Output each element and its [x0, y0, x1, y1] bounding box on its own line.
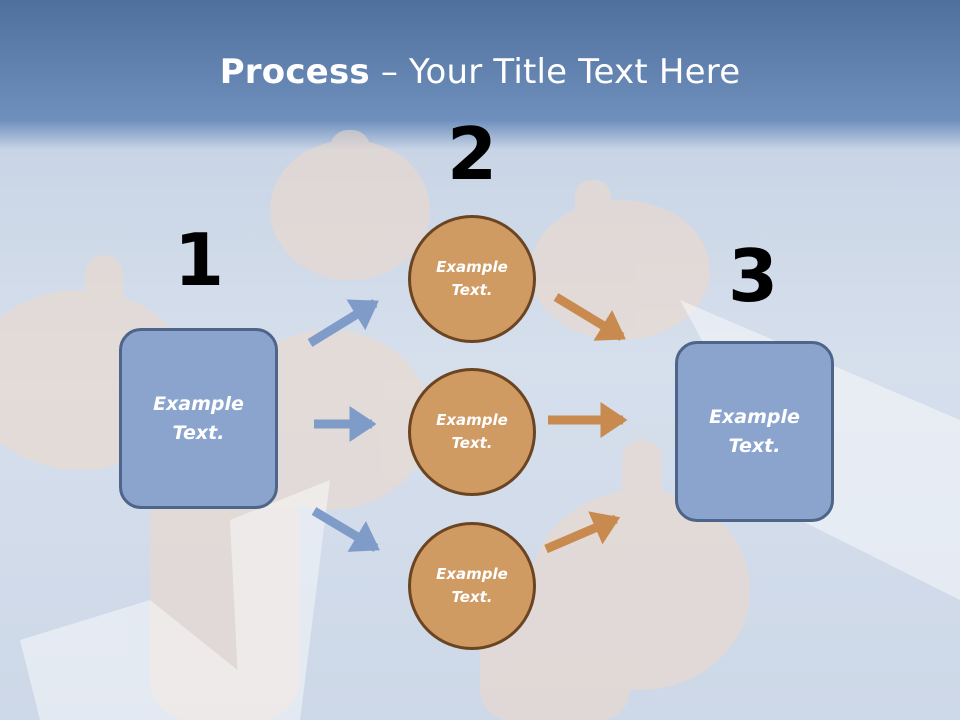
step-2-circle-bottom: Example Text.	[408, 522, 536, 650]
circle-top-line1: Example	[436, 257, 508, 276]
step-2-circle-middle: Example Text.	[408, 368, 536, 496]
step-number-2: 2	[446, 112, 498, 196]
step-number-1: 1	[173, 218, 225, 302]
step-3-box: Example Text.	[675, 341, 834, 522]
step-1-box: Example Text.	[119, 328, 278, 509]
circle-middle-line2: Text.	[451, 434, 493, 452]
circle-bottom-line2: Text.	[451, 588, 493, 606]
step-3-text-line1: Example	[709, 406, 800, 428]
step-1-text-line2: Text.	[172, 421, 225, 444]
step-1-text-line1: Example	[153, 393, 244, 415]
arrow-bottom-to-right	[544, 511, 621, 554]
step-2-circle-top: Example Text.	[408, 215, 536, 343]
arrow-left-to-top	[307, 299, 379, 347]
arrow-top-to-right	[553, 293, 626, 341]
circle-middle-line1: Example	[436, 410, 508, 429]
title-bold: Process	[219, 52, 370, 92]
step-number-3: 3	[727, 234, 779, 318]
circle-bottom-line1: Example	[436, 564, 508, 583]
circle-top-line2: Text.	[451, 281, 493, 299]
arrow-left-to-bottom	[311, 507, 380, 552]
step-3-text-line2: Text.	[728, 434, 781, 457]
slide-title: Process – Your Title Text Here	[0, 52, 960, 92]
title-rest: – Your Title Text Here	[369, 52, 741, 92]
